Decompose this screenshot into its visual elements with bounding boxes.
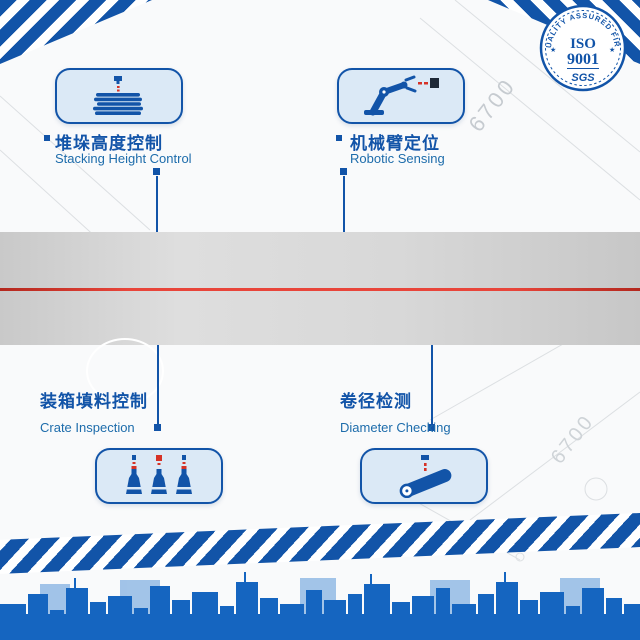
iso-9001-badge: QUALITY ASSURED FIRM ★ ★ ISO 9001 SGS: [537, 2, 627, 92]
robotic-icon-box: [337, 68, 465, 124]
city-skyline: [0, 572, 640, 640]
connector-line: [156, 176, 158, 232]
connector-line: [431, 345, 433, 424]
badge-9001-text: 9001: [567, 51, 599, 68]
connector-node: [340, 168, 347, 175]
background-circle: [86, 338, 164, 404]
badge-sgs-text: SGS: [571, 72, 595, 84]
feature-crate-title-zh: 装箱填料控制: [40, 392, 148, 411]
bullet-square: [44, 135, 50, 141]
crate-icon-box: [95, 448, 223, 504]
badge-iso-text: ISO: [570, 36, 596, 52]
badge-star-right: ★: [609, 46, 615, 54]
robotic-arm-icon: [364, 75, 439, 116]
feature-robotic-title-en: Robotic Sensing: [350, 151, 445, 166]
red-divider-line: [0, 288, 640, 291]
connector-line: [343, 176, 345, 232]
stacking-layers-icon: [93, 76, 143, 115]
feature-stacking-title-zh: 堆垛高度控制: [55, 134, 163, 153]
feature-diameter-title-en: Diameter Checking: [340, 420, 451, 435]
feature-robotic-title-zh: 机械臂定位: [350, 134, 440, 153]
connector-line: [157, 345, 159, 424]
roller-icon: [399, 455, 452, 498]
feature-diameter-title-zh: 卷径检测: [340, 392, 412, 411]
feature-crate-title-en: Crate Inspection: [40, 420, 135, 435]
badge-star-left: ★: [550, 46, 556, 54]
connector-node: [153, 168, 160, 175]
diameter-icon-box: [360, 448, 488, 504]
connector-node: [154, 424, 161, 431]
bullet-square: [336, 135, 342, 141]
connector-node: [428, 424, 435, 431]
bottles-icon: [126, 455, 192, 494]
stacking-icon-box: [55, 68, 183, 124]
feature-stacking-title-en: Stacking Height Control: [55, 151, 192, 166]
